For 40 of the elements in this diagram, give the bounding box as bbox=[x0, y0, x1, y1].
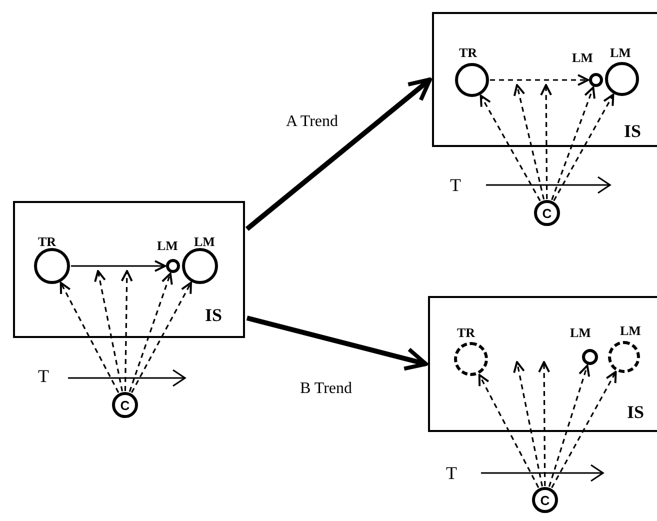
arrow bbox=[60, 282, 120, 393]
arrow bbox=[71, 260, 166, 272]
panel-label: IS bbox=[205, 306, 222, 324]
arrow bbox=[480, 94, 541, 202]
arrow bbox=[513, 361, 543, 486]
arrow bbox=[553, 94, 614, 202]
circle-label: LM bbox=[620, 324, 641, 337]
arrow bbox=[120, 270, 133, 392]
arrow bbox=[94, 270, 124, 392]
circle-label: LM bbox=[572, 51, 593, 64]
arrow bbox=[548, 364, 590, 487]
circle-label: TR bbox=[38, 235, 56, 248]
circle-label: LM bbox=[610, 46, 631, 59]
panel-box bbox=[428, 296, 657, 432]
arrow bbox=[128, 272, 173, 392]
panel-box bbox=[13, 201, 245, 338]
arrow bbox=[513, 84, 545, 200]
arrow bbox=[551, 370, 617, 488]
circle-node: C bbox=[112, 392, 138, 418]
arrow bbox=[540, 84, 552, 199]
arrow bbox=[538, 361, 550, 486]
axis-label: T bbox=[38, 367, 49, 385]
circle-node: C bbox=[532, 487, 558, 513]
arrow bbox=[245, 78, 432, 231]
arrow bbox=[551, 86, 596, 200]
arrow bbox=[246, 316, 428, 371]
axis-label: T bbox=[450, 176, 461, 194]
axis-label: T bbox=[446, 464, 457, 482]
panel-label: IS bbox=[624, 122, 642, 140]
circle-label: TR bbox=[457, 326, 476, 339]
circle-label: LM bbox=[194, 235, 215, 248]
panel-label: IS bbox=[627, 403, 644, 421]
arrow bbox=[478, 374, 540, 488]
panel-box bbox=[432, 12, 657, 147]
circle-label: TR bbox=[459, 46, 478, 59]
circle-node: C bbox=[534, 200, 560, 226]
arrow bbox=[130, 282, 192, 394]
circle-label: LM bbox=[570, 326, 591, 339]
arrow bbox=[490, 74, 589, 86]
circle-label: LM bbox=[157, 239, 178, 252]
